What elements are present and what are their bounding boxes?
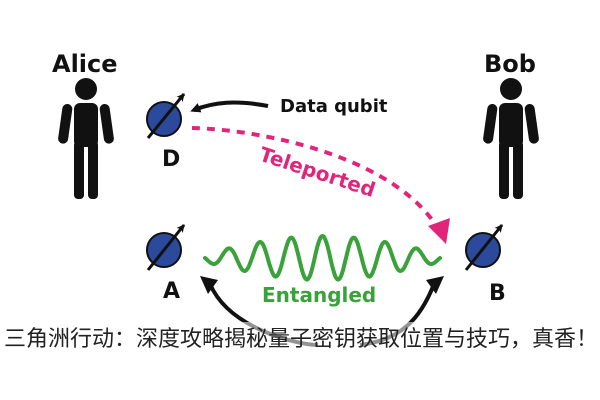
qubit-a-icon: [146, 224, 186, 271]
qubit-b-icon: [464, 224, 504, 271]
qubit-d-icon: [146, 93, 186, 139]
entangled-label: Entangled: [262, 283, 376, 307]
teleported-label: Teleported: [256, 142, 378, 202]
teleported-arrow: [191, 126, 442, 233]
bob-label: Bob: [484, 50, 536, 78]
alice-label: Alice: [52, 50, 118, 78]
qubit-d-label: D: [162, 147, 180, 172]
data-qubit-label: Data qubit: [280, 96, 388, 117]
qubit-a-label: A: [163, 279, 180, 304]
alice-figure-icon: [58, 78, 114, 199]
overlay-caption: 三角洲行动：深度攻略揭秘量子密钥获取位置与技巧，真香！: [4, 322, 598, 358]
entangled-arch-right-head: [426, 276, 444, 294]
data-qubit-arrow: [190, 100, 269, 113]
bob-figure-icon: [483, 78, 539, 199]
qubit-b-label: B: [489, 281, 506, 306]
entangled-arch-left-head: [200, 276, 218, 294]
teleported-arrowhead: [428, 218, 450, 244]
entangled-wave: [203, 233, 442, 282]
